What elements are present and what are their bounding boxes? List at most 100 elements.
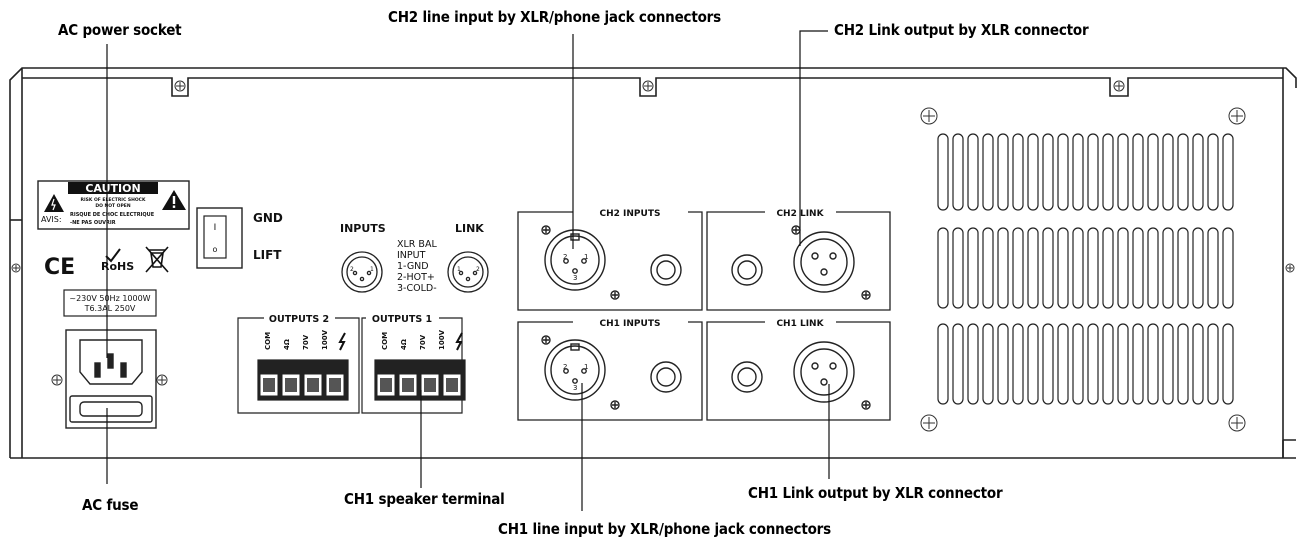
screws [11, 80, 1295, 432]
xlr-info-line: 2-HOT+ [397, 272, 435, 283]
vent-slot [1207, 323, 1219, 405]
vent-slot [1057, 227, 1069, 309]
outputs1-label: OUTPUTS 1 [372, 314, 432, 325]
screw-icon [861, 400, 871, 410]
vent-slot [952, 227, 964, 309]
weee-bin-icon [145, 246, 169, 273]
main-input-xlr-connector [341, 251, 383, 293]
terminal-label-com: COM [381, 332, 389, 350]
link-label: LINK [455, 222, 484, 235]
screw-icon [1228, 414, 1246, 432]
caution-line4: -NE PAS OUVRIR [70, 220, 116, 226]
pin-label: 2 [563, 363, 567, 371]
callout-ac-power-socket: AC power socket [58, 21, 182, 39]
ventilation-grille [937, 133, 1234, 405]
terminal-label-70v: 70V [419, 334, 427, 350]
vent-slot [1027, 227, 1039, 309]
screw-icon [610, 400, 620, 410]
vent-slot [1162, 227, 1174, 309]
pin-label: 1 [584, 253, 588, 261]
main-link-xlr-connector [447, 251, 489, 293]
pin-label: 3 [573, 384, 577, 392]
vent-slot [1192, 227, 1204, 309]
vent-slot [1057, 133, 1069, 211]
ch2-link-xlr-connector [793, 231, 855, 293]
ac-power-socket [65, 329, 157, 429]
terminal-screw [424, 378, 436, 392]
terminal-label-4ohm: 4Ω [400, 339, 408, 350]
terminal-label-4ohm: 4Ω [283, 339, 291, 350]
ch2-input-phone-jack [650, 254, 682, 286]
vent-slot [997, 227, 1009, 309]
ch1-link-panel [706, 321, 891, 421]
outputs2-terminals [259, 373, 345, 397]
vent-slot [952, 133, 964, 211]
vent-slot [937, 323, 949, 405]
screw-icon [920, 107, 938, 125]
pin-label: 1 [584, 363, 588, 371]
vent-slot [1177, 227, 1189, 309]
terminal-label-100v: 100V [438, 329, 446, 350]
vent-slot [1012, 133, 1024, 211]
main-input-section: INPUTS LINK 2 1 1 2 XLR BAL INPUT 1-GND … [340, 222, 489, 294]
screw-icon [920, 414, 938, 432]
vent-slot [967, 323, 979, 405]
caution-line2: DO NOT OPEN [95, 203, 131, 209]
outputs2-label: OUTPUTS 2 [269, 314, 329, 325]
vent-slot [997, 133, 1009, 211]
vent-slot [1222, 323, 1234, 405]
high-voltage-icon [455, 332, 463, 351]
ch2-input-xlr-connector [544, 229, 606, 291]
ch1-inputs-panel [517, 321, 703, 421]
screw-icon [791, 225, 801, 235]
terminal-screw [380, 378, 392, 392]
outputs2-frame [237, 317, 360, 414]
vent-slot [1042, 227, 1054, 309]
warning-triangle-icon [44, 194, 64, 212]
screw-icon [51, 374, 63, 386]
gnd-label: GND [253, 211, 283, 225]
callout-ac-fuse: AC fuse [82, 496, 139, 514]
power-rating-line2: T6.3AL 250V [84, 304, 136, 313]
screw-icon [1113, 80, 1125, 92]
leader-lines [106, 30, 830, 511]
screw-icon [11, 263, 21, 273]
screw-icon [541, 225, 551, 235]
vent-slot [1012, 227, 1024, 309]
pin-label: 2 [476, 266, 480, 273]
vent-slot [1147, 227, 1159, 309]
vent-slot [937, 133, 949, 211]
ground-lift-switch: I o GND LIFT [196, 207, 283, 269]
outputs1-terminals [376, 373, 462, 397]
vent-slot [1147, 323, 1159, 405]
pin-label: 3 [573, 274, 577, 282]
vent-slot [1027, 323, 1039, 405]
vent-slot [1147, 133, 1159, 211]
xlr-info-line: 1-GND [397, 261, 429, 272]
vent-slot [1222, 133, 1234, 211]
ch1-link-xlr-connector [793, 341, 855, 403]
ch1-link-phone-jack [731, 361, 763, 393]
callout-ch1-link-output: CH1 Link output by XLR connector [748, 484, 1003, 502]
ch2-inputs-label: CH2 INPUTS [600, 209, 661, 219]
screw-icon [1285, 263, 1295, 273]
terminal-label-70v: 70V [302, 334, 310, 350]
ch1-inputs-label: CH1 INPUTS [600, 319, 661, 329]
vent-slot [982, 133, 994, 211]
terminal-screw [446, 378, 458, 392]
ac-fuse-holder [69, 395, 153, 423]
outputs1-frame [361, 317, 463, 414]
vent-slot [1057, 323, 1069, 405]
screw-icon [1228, 107, 1246, 125]
pin-label: 1 [457, 266, 461, 273]
terminal-label-100v: 100V [321, 329, 329, 350]
power-rating-line1: ~230V 50Hz 1000W [69, 294, 150, 303]
vent-slot [1177, 133, 1189, 211]
screw-icon [642, 80, 654, 92]
vent-slot [1132, 227, 1144, 309]
vent-slot [1117, 227, 1129, 309]
vent-slot [1087, 323, 1099, 405]
channel-panels [517, 211, 891, 421]
screw-icon [541, 335, 551, 345]
